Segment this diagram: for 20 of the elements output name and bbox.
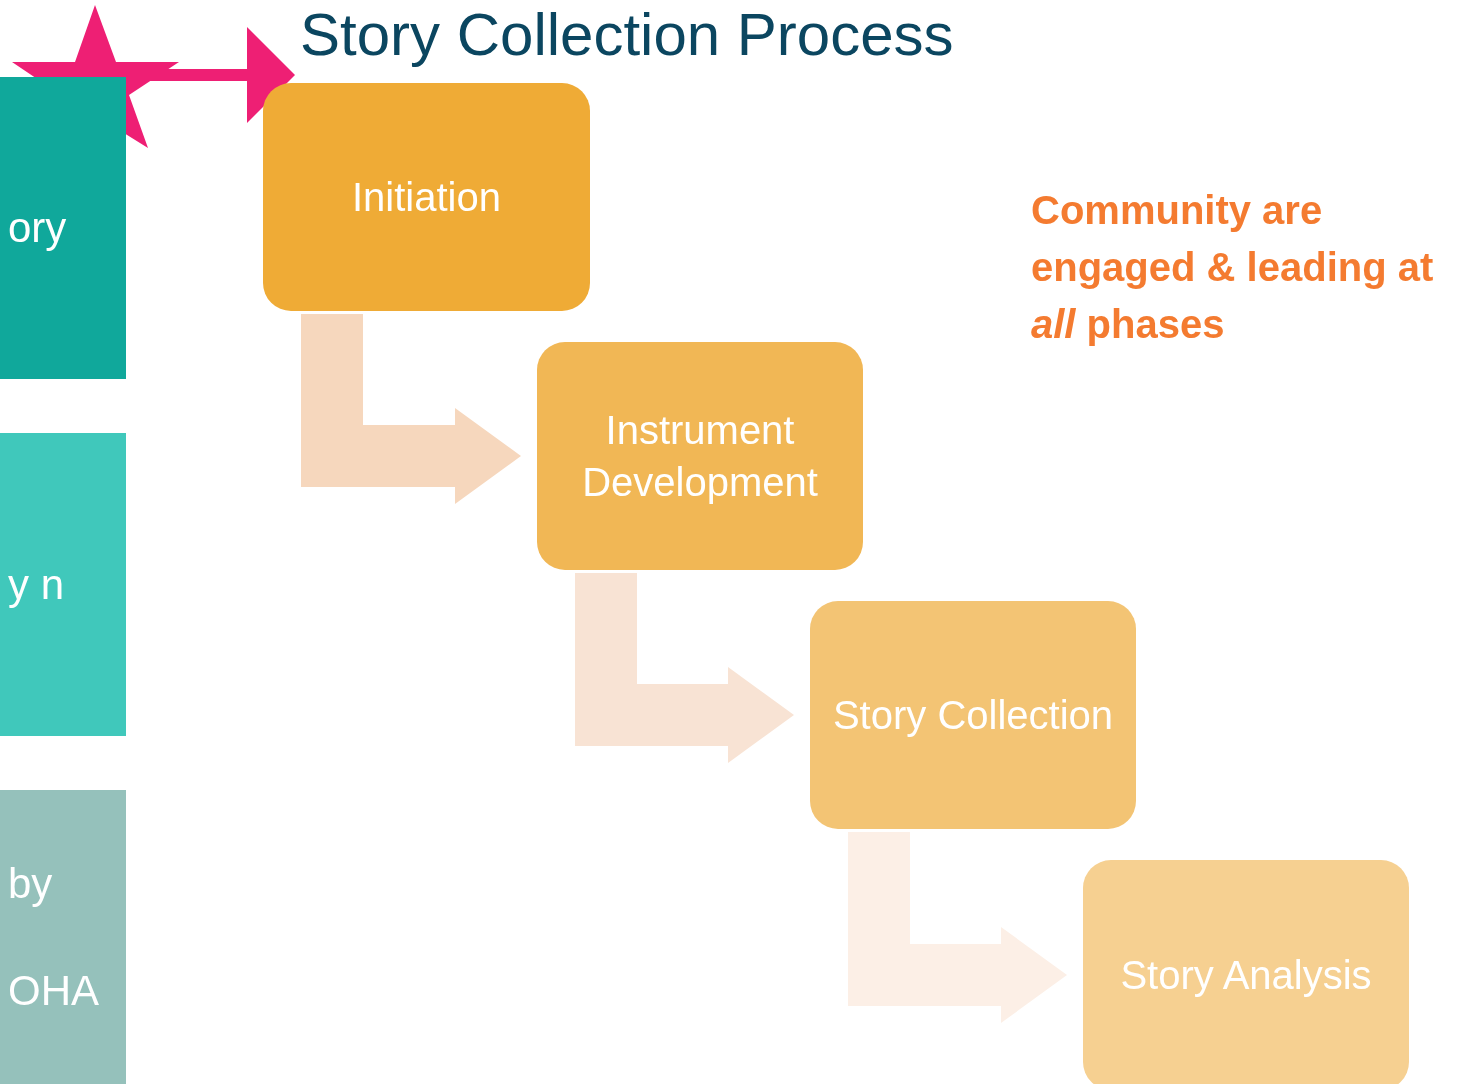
box-label: Initiation — [352, 174, 501, 221]
block-arrow — [575, 573, 794, 763]
box-label: Story Analysis — [1120, 952, 1372, 999]
block-arrow — [848, 832, 1067, 1023]
box-label: by — [8, 858, 54, 909]
process-box — [537, 342, 863, 570]
side-panel — [0, 77, 126, 379]
note: Community are engaged & leading at all phases — [1031, 187, 1435, 348]
block-arrow — [301, 314, 521, 504]
process-box — [810, 601, 1136, 829]
process-box — [263, 83, 590, 311]
box-label: Instrument Development — [581, 407, 819, 506]
box-label: Story Collection — [832, 692, 1114, 739]
side-panel — [0, 433, 126, 736]
box-label: y n — [8, 559, 66, 610]
title: Story Collection Process — [300, 2, 954, 68]
box-label: OHA — [8, 965, 100, 1016]
process-box — [1083, 860, 1409, 1084]
box-label: ory — [8, 203, 68, 253]
side-panel — [0, 790, 126, 1084]
